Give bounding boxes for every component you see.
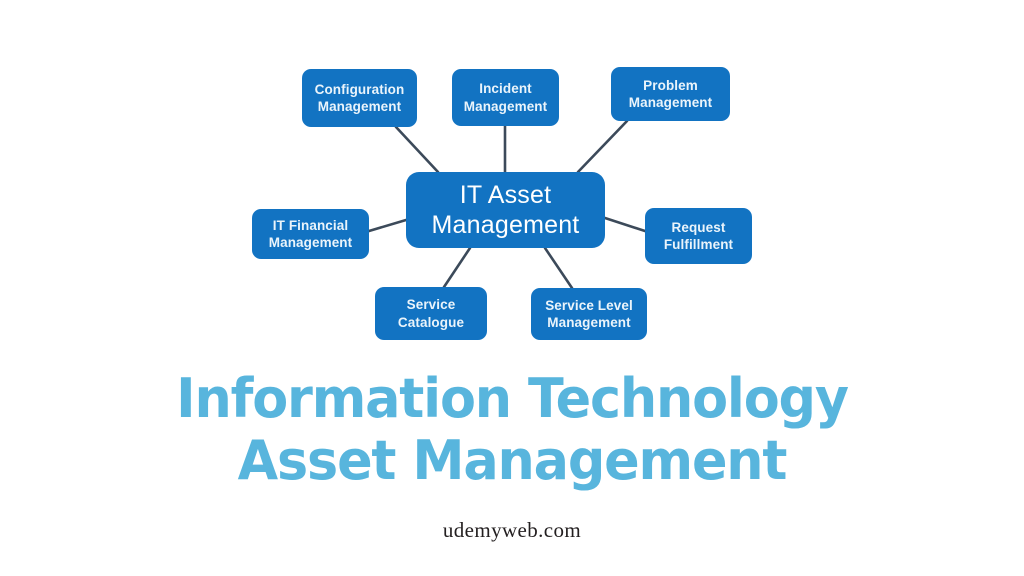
node-label: IT Financial Management bbox=[268, 217, 353, 250]
node-label: Incident Management bbox=[463, 81, 548, 114]
site-credit: udemyweb.com bbox=[442, 518, 582, 542]
node-problem-management: Problem Management bbox=[611, 67, 730, 121]
node-incident-management: Incident Management bbox=[452, 69, 559, 126]
page-title-line-2: Asset Management bbox=[237, 429, 788, 492]
node-service-level-management: Service Level Management bbox=[531, 288, 647, 340]
page-title-line-1: Information Technology bbox=[176, 367, 849, 430]
node-label: Service Catalogue bbox=[397, 297, 465, 330]
node-label: Problem Management bbox=[628, 77, 713, 110]
node-request-fulfillment: Request Fulfillment bbox=[645, 208, 752, 264]
node-label: IT Asset Management bbox=[431, 181, 580, 239]
page-title: Information Technology Asset Management bbox=[0, 368, 1024, 492]
node-label: Service Level Management bbox=[545, 297, 633, 330]
node-it-asset-management: IT Asset Management bbox=[406, 172, 605, 248]
node-service-catalogue: Service Catalogue bbox=[375, 287, 487, 340]
node-it-financial-management: IT Financial Management bbox=[252, 209, 369, 259]
node-label: Request Fulfillment bbox=[663, 219, 734, 252]
node-configuration-management: Configuration Management bbox=[302, 69, 417, 127]
it-asset-management-diagram: IT Asset Management Configuration Manage… bbox=[252, 67, 752, 340]
node-label: Configuration Management bbox=[314, 81, 405, 114]
connector-lines bbox=[367, 119, 647, 290]
